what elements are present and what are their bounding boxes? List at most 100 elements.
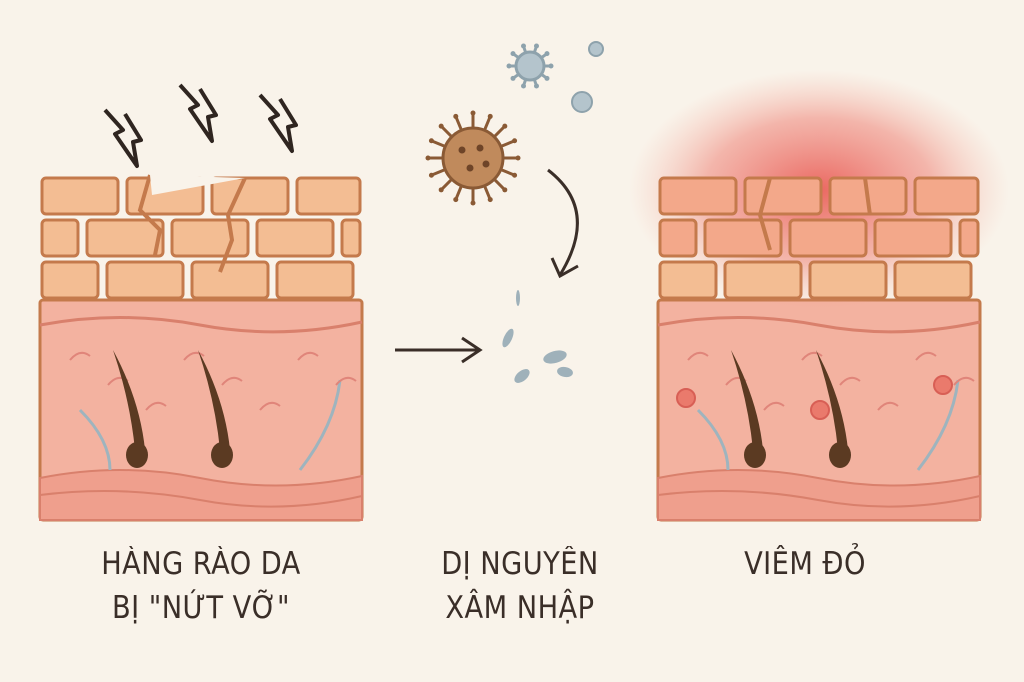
skin-cell-brick [893,260,973,300]
dermis-wave [39,316,363,334]
virus-spike-tip [425,155,431,161]
skin-cell-brick [658,218,698,258]
lightning-icon [178,83,218,143]
skin-cell-brick [295,176,362,216]
hair-shaft [731,350,763,450]
arrow-head [461,336,483,364]
virus-spike [441,126,453,138]
skin-cell-brick [210,176,290,216]
hair-follicle [211,442,233,468]
allergen-particle [557,366,573,378]
virus-spike-tip [548,63,554,69]
virus-spike [454,117,463,131]
skin-cell-brick [913,176,980,216]
pathogen-dot [476,144,484,152]
lightning-icon [258,93,298,153]
allergen-particle [502,328,514,348]
virus-spike [500,168,514,177]
crack-gap [150,175,245,195]
pathogen-dot [482,160,490,168]
virus-spike [432,168,446,177]
damaged-skin-panel [38,83,364,522]
hair-follicle [126,442,148,468]
fiber [915,351,937,361]
fiber [69,351,91,361]
virus-spike [500,139,514,148]
virus-spike-tip [544,75,550,81]
blood-vessel [916,379,960,471]
skin-cell-brick [85,218,165,258]
skin-cell-brick [340,218,362,258]
skin-cell-brick [788,218,868,258]
allergen-particle [571,91,593,113]
skin-cell-brick [743,176,823,216]
label-allergen-line2: XÂM NHẬP [445,590,595,626]
crack [218,177,247,273]
pathogen-small [514,50,546,82]
virus-spike-tip [453,197,459,203]
virus-spike-tip [438,187,444,193]
virus-spike-tip [512,172,518,178]
skin-cell-brick [808,260,888,300]
skin-cell-brick [958,218,980,258]
virus-spike-tip [453,113,459,119]
skin-cell-brick [255,218,335,258]
curved-arrow [547,168,579,276]
fiber [221,376,243,386]
skin-cell-brick [658,260,718,300]
crack [757,177,772,251]
hair-shaft [816,350,848,450]
inflamed-skin-panel [629,70,1009,522]
skin-cell-brick [275,260,355,300]
label-barrier-line1: HÀNG RÀO DA [101,546,301,582]
hair-shaft [198,350,230,450]
skin-cell-brick [703,218,783,258]
crack [137,174,163,256]
immune-cell [810,400,830,420]
label-inflammation-line1: VIÊM ĐỎ [744,546,866,582]
deep-layer-line [657,490,981,508]
allergen-particle [588,41,604,57]
virus-spike-tip [487,197,493,203]
hair-shaft [113,350,145,450]
allergen-particle [514,369,530,383]
fiber [801,351,823,361]
virus-spike-tip [487,113,493,119]
allergen-particle [516,290,520,306]
hair-follicle [829,442,851,468]
label-inflammation: VIÊM ĐỎ [695,542,915,586]
virus-spike [432,139,446,148]
skin-cell-brick [190,260,270,300]
skin-cell-brick [105,260,185,300]
blood-vessel [696,408,730,471]
virus-spike-tip [438,123,444,129]
virus-spike-tip [470,200,476,206]
curved-arrow-head [550,257,579,279]
virus-spike-tip [428,138,434,144]
dermis-wave [657,316,981,334]
skin-cell-brick [40,218,80,258]
virus-spike-tip [544,51,550,57]
virus-spike [493,178,505,190]
virus-spike [493,126,505,138]
virus-spike-tip [510,75,516,81]
label-allergen: DỊ NGUYÊN XÂM NHẬP [388,542,652,630]
fiber [687,351,709,361]
virus-spike-tip [521,83,527,89]
fiber [877,401,899,411]
fiber [259,401,281,411]
label-barrier: HÀNG RÀO DA BỊ "NỨT VỠ" [59,542,342,630]
hair-follicle [744,442,766,468]
fiber [763,401,785,411]
skin-cell-brick [40,176,120,216]
label-allergen-line1: DỊ NGUYÊN [441,546,599,582]
lightning-icon [103,108,143,168]
fiber [145,401,167,411]
virus-spike [483,117,492,131]
virus-spike-tip [428,172,434,178]
fiber [839,376,861,386]
virus-spike-tip [510,51,516,57]
crack [863,177,872,216]
